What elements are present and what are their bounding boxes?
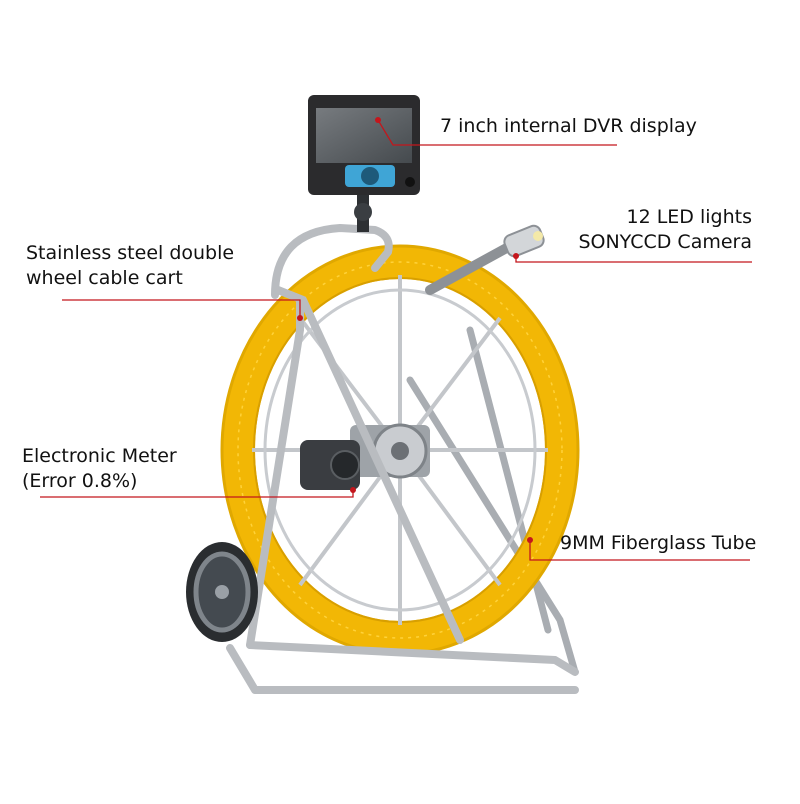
cart-wheel — [186, 542, 258, 642]
leader-dot-icon — [375, 117, 381, 123]
leader-dot-icon — [527, 537, 533, 543]
callout-cart-line1: Stainless steel double — [26, 242, 235, 264]
callout-tube-text: 9MM Fiberglass Tube — [560, 532, 757, 554]
callout-tube: 9MM Fiberglass Tube — [560, 531, 756, 556]
callout-cart-line2: wheel cable cart — [26, 267, 183, 289]
callout-dvr-display-text: 7 inch internal DVR display — [440, 115, 697, 137]
electronic-meter — [300, 440, 360, 490]
leader-dots — [297, 117, 533, 543]
callout-camera-line2: SONYCCD Camera — [578, 231, 752, 253]
callout-camera-line1: 12 LED lights — [626, 206, 753, 228]
monitor-mount — [354, 192, 372, 232]
front-frame — [226, 224, 579, 694]
callout-meter: Electronic Meter (Error 0.8%) — [22, 444, 177, 494]
callout-dvr-display: 7 inch internal DVR display — [440, 114, 697, 139]
leader-dot-icon — [350, 487, 356, 493]
dvr-monitor — [308, 95, 420, 195]
callout-meter-line1: Electronic Meter — [22, 445, 177, 467]
callout-cart: Stainless steel double wheel cable cart — [26, 241, 234, 291]
leader-dot-icon — [513, 253, 519, 259]
camera-boom — [425, 224, 545, 295]
callout-meter-line2: (Error 0.8%) — [22, 470, 138, 492]
reel-rim — [263, 288, 537, 612]
leader-dot-icon — [297, 315, 303, 321]
callout-camera: 12 LED lights SONYCCD Camera — [560, 205, 752, 255]
